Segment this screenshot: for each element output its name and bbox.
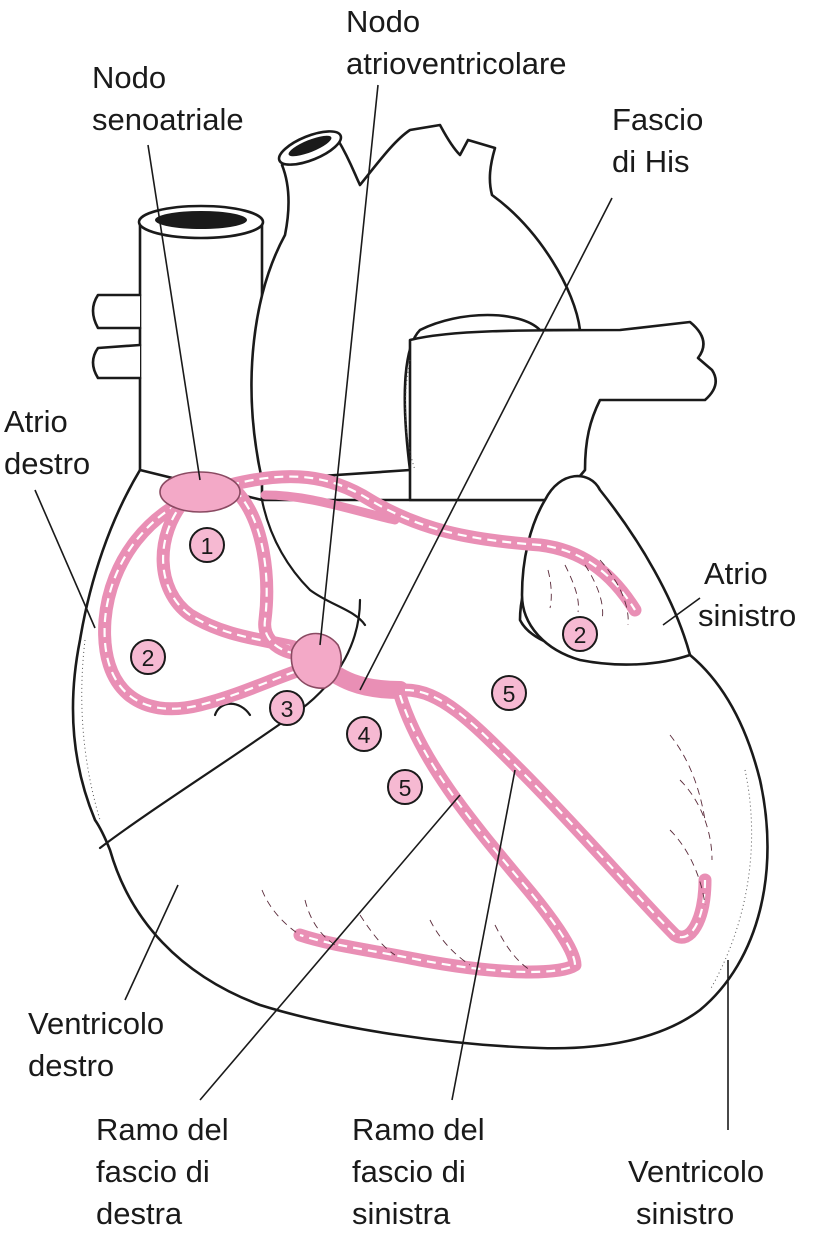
svg-text:2: 2 (142, 645, 155, 671)
leader-ramo-destra (199, 794, 461, 1101)
leader-atrio-destro (34, 489, 96, 629)
svg-text:3: 3 (281, 696, 294, 722)
right-pulmonary-vein-lower (91, 343, 142, 380)
pulmonary-artery-left (408, 320, 717, 502)
leader-ventricolo-destro (124, 884, 179, 1001)
label-atrio-sinistro: Atrio sinistro (698, 556, 796, 633)
purkinje-1 (261, 889, 301, 936)
svg-text:1: 1 (201, 533, 214, 559)
label-fascio-di-his: Fascio di His (612, 102, 712, 179)
interatrial-line (260, 498, 367, 627)
left-atrial-fiber-1 (547, 569, 552, 609)
aorta (250, 123, 582, 482)
label-ventricolo-destro: Ventricolo destro (28, 1006, 173, 1083)
left-atrial-fiber-3 (584, 564, 604, 621)
leader-ramo-sinistra (451, 769, 516, 1101)
purkinje-8 (669, 829, 706, 906)
heart-illustration (71, 123, 769, 1050)
aorta-branch-opening (288, 135, 332, 157)
text-labels: Nodo senoatriale Nodo atrioventricolare … (4, 4, 796, 1231)
label-ramo-destra: Ramo del fascio di destra (96, 1112, 237, 1231)
leader-lines (34, 84, 729, 1130)
atrial-pathway-outer-dash (103, 490, 301, 710)
svg-text:4: 4 (358, 722, 371, 748)
label-nodo-senoatriale: Nodo senoatriale (92, 60, 244, 137)
label-ventricolo-sinistro: Ventricolo sinistro (628, 1154, 773, 1231)
leader-nodo-atrioventricolare (319, 84, 379, 646)
atrial-pathway-inner-dash (234, 489, 311, 657)
av-node-shape (290, 632, 342, 689)
label-nodo-atrioventricolare: Nodo atrioventricolare (346, 4, 567, 81)
left-bundle-branch-dash (404, 688, 707, 939)
markers: 1 2 2 3 4 5 5 (130, 527, 598, 805)
svg-text:5: 5 (399, 775, 412, 801)
interatrial-bundle-lower (260, 490, 400, 525)
label-ramo-sinistra: Ramo del fascio di sinistra (352, 1112, 493, 1231)
purkinje-2 (304, 899, 336, 946)
shading-aorta (404, 359, 416, 471)
marker-5-upper: 5 (491, 675, 527, 711)
marker-5-lower: 5 (387, 769, 423, 805)
purkinje-3 (359, 914, 396, 956)
svg-text:2: 2 (574, 622, 587, 648)
marker-4: 4 (346, 716, 382, 752)
atrioventricular-groove (213, 702, 252, 717)
label-atrio-destro: Atrio destro (4, 404, 90, 481)
marker-3: 3 (269, 690, 305, 726)
purkinje-5 (494, 924, 531, 971)
leader-nodo-senoatriale (147, 144, 201, 481)
left-atrial-fiber-2 (564, 564, 579, 613)
purkinje-4 (429, 919, 471, 966)
marker-2-left-atrium: 2 (562, 616, 598, 652)
right-bundle-branch-dash (299, 694, 577, 974)
superior-vena-cava-opening (155, 211, 247, 229)
interatrial-bundle-dash (229, 475, 636, 611)
marker-1: 1 (189, 527, 225, 563)
marker-2-right-atrium: 2 (130, 639, 166, 675)
svg-text:5: 5 (503, 681, 516, 707)
right-pulmonary-vein-upper (91, 293, 142, 330)
leader-fascio-di-his (359, 197, 613, 691)
superior-vena-cava (138, 223, 264, 502)
sa-node-shape (159, 471, 241, 513)
leader-atrio-sinistro (662, 597, 701, 626)
left-atrial-fiber-4 (599, 559, 629, 626)
